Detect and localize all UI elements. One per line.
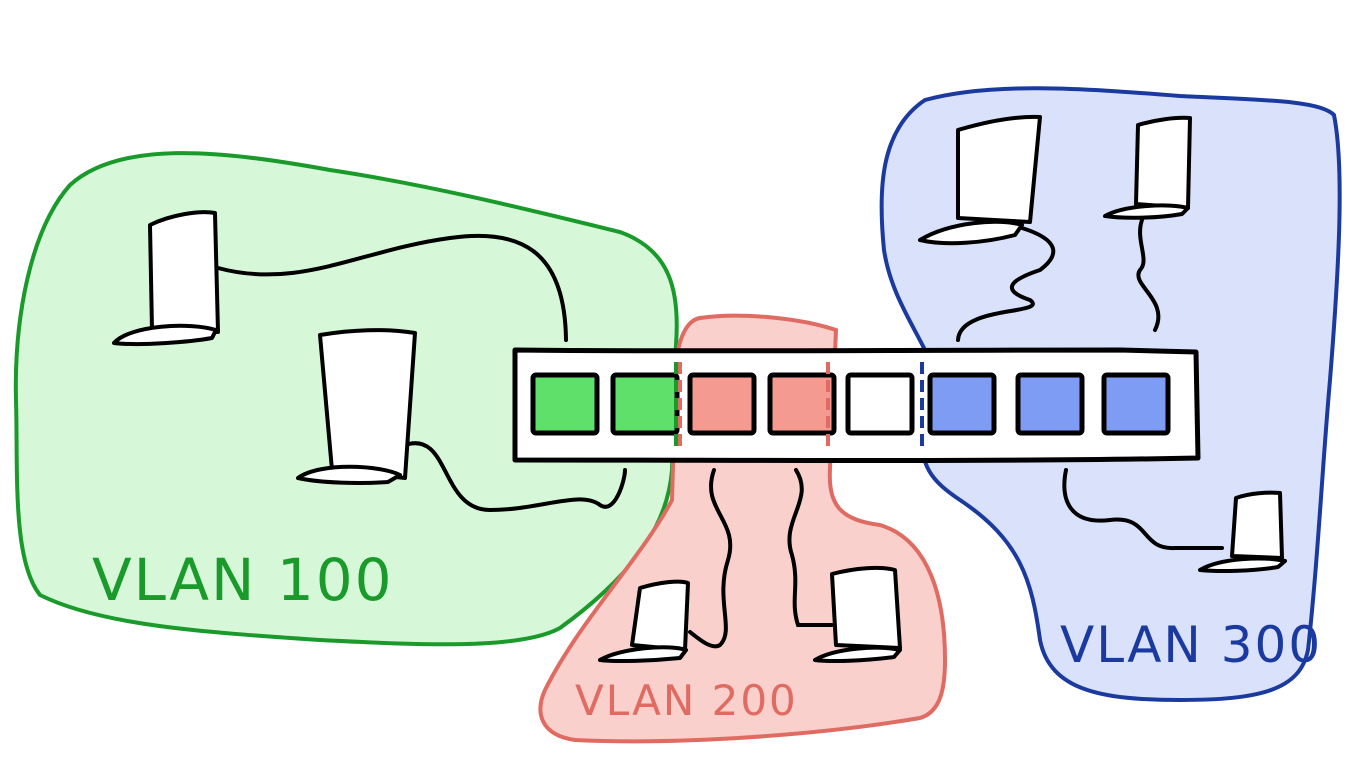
switch-port	[767, 372, 837, 436]
cable-left-upper	[216, 233, 568, 342]
cable-blue-2	[1136, 218, 1161, 332]
vlan-200-label: VLAN 200	[575, 676, 798, 725]
vlan-100-label: VLAN 100	[92, 546, 394, 614]
switch-port	[610, 372, 680, 436]
cable-red-left	[688, 468, 733, 649]
switch-ports	[530, 372, 1171, 436]
switch-port	[530, 372, 600, 436]
switch-port	[1015, 372, 1085, 436]
cables	[216, 218, 1224, 649]
cable-left-lower	[403, 441, 627, 513]
switch-port	[687, 372, 757, 436]
switch-port	[1101, 372, 1171, 436]
network-switch-icon	[512, 347, 1201, 463]
laptop-icon	[112, 210, 220, 347]
laptop-icon	[918, 114, 1042, 246]
switch-port	[845, 372, 915, 436]
laptop-icon	[813, 565, 902, 663]
computers	[112, 114, 1287, 664]
vlan-300-label: VLAN 300	[1060, 616, 1322, 674]
cable-blue-3	[1062, 468, 1224, 551]
laptop-icon	[296, 328, 417, 485]
vlan-separators	[674, 362, 924, 452]
laptop-icon	[1103, 115, 1192, 220]
laptop-icon	[1198, 490, 1287, 573]
switch-port	[927, 372, 997, 436]
cable-red-right	[787, 468, 834, 627]
cable-blue-1	[956, 226, 1056, 342]
laptop-icon	[598, 579, 690, 664]
